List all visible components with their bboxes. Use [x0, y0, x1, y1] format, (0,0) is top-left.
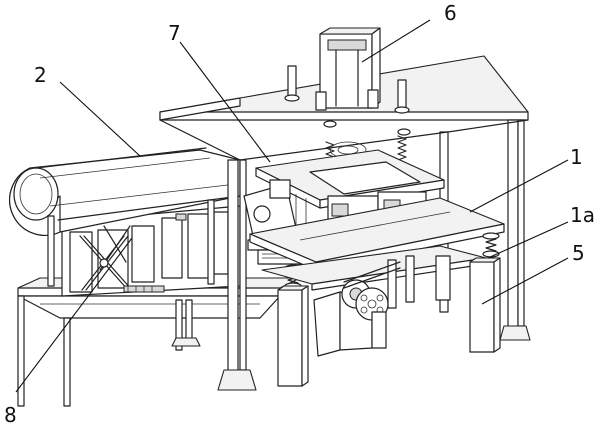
label-8: 8: [4, 403, 17, 427]
label-1: 1: [570, 145, 583, 169]
lower-cabinet: [61, 205, 241, 297]
label-2: 2: [34, 63, 47, 87]
label-1a: 1a: [570, 203, 595, 227]
press-springs: [325, 135, 407, 164]
leader-lines: [15, 19, 569, 393]
gear-motor: [313, 261, 401, 357]
label-6: 6: [444, 1, 457, 25]
base-frame: [17, 277, 301, 407]
support-columns: [277, 255, 501, 387]
scissor-lift: [79, 225, 133, 291]
label-5: 5: [572, 241, 585, 265]
conveyor: [9, 147, 241, 287]
label-7: 7: [168, 21, 181, 45]
guide-bolts: [284, 65, 411, 136]
press-cylinder: [315, 27, 381, 111]
